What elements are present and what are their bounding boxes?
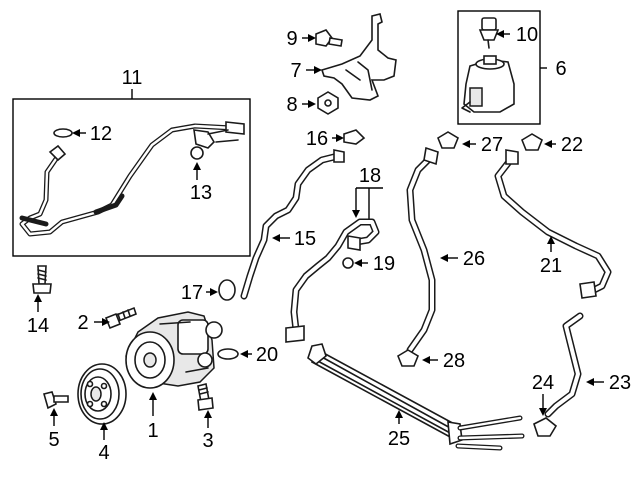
- callout-1: 1: [147, 420, 158, 442]
- bolt-3: [197, 383, 214, 411]
- callout-28: 28: [443, 350, 465, 372]
- callout-9: 9: [286, 28, 297, 50]
- callout-5: 5: [48, 429, 59, 451]
- callout-15: 15: [294, 228, 316, 250]
- callout-14: 14: [27, 315, 49, 337]
- callout-12: 12: [90, 123, 112, 145]
- o-ring-19: [342, 257, 354, 269]
- callout-6: 6: [555, 58, 566, 80]
- callout-7: 7: [290, 60, 301, 82]
- bolt-2: [104, 306, 137, 330]
- callout-20: 20: [256, 344, 278, 366]
- leader-lines: [34, 30, 604, 440]
- pulley-4: [77, 363, 127, 425]
- clamp-27: [437, 131, 459, 149]
- callout-23: 23: [609, 372, 631, 394]
- power-steering-pump: [125, 311, 223, 389]
- clamp-16: [343, 129, 366, 145]
- hose-26: [406, 146, 439, 354]
- bracket-18-lines: [356, 187, 383, 222]
- callout-19: 19: [373, 253, 395, 275]
- callout-25: 25: [388, 428, 410, 450]
- o-ring-12: [53, 128, 73, 138]
- callout-10: 10: [516, 24, 538, 46]
- callout-16: 16: [306, 128, 328, 150]
- clamp-24: [533, 417, 558, 437]
- hose-15: [240, 149, 345, 300]
- clamp-28: [397, 349, 419, 367]
- oil-cooler-25: [307, 343, 525, 451]
- o-ring-17: [218, 279, 236, 301]
- callout-3: 3: [202, 430, 213, 452]
- bolt-14: [32, 265, 52, 294]
- callout-24: 24: [532, 372, 554, 394]
- reservoir-6: [461, 55, 515, 113]
- callout-labels: 1 2 3 4 5 6 7 8 9 10 11 12 13 14 15 16 1…: [27, 24, 631, 464]
- bolt-5: [43, 391, 69, 410]
- reservoir-cap-10: [478, 17, 500, 49]
- callout-22: 22: [561, 134, 583, 156]
- hose-23: [544, 312, 584, 418]
- callout-2: 2: [77, 312, 88, 334]
- pressure-line-assembly: [19, 121, 245, 237]
- nut-8: [317, 91, 339, 115]
- clamp-22: [521, 133, 543, 151]
- callout-21: 21: [540, 255, 562, 277]
- return-line-18: [285, 218, 380, 343]
- callout-17: 17: [181, 282, 203, 304]
- bolt-9: [315, 29, 343, 47]
- callout-18: 18: [359, 165, 381, 187]
- callout-13: 13: [190, 182, 212, 204]
- o-ring-20: [217, 348, 239, 360]
- hose-21: [494, 149, 612, 299]
- callout-11: 11: [122, 67, 143, 89]
- bracket-7: [320, 13, 397, 101]
- callout-26: 26: [463, 248, 485, 270]
- o-ring-13: [190, 146, 204, 160]
- callout-27: 27: [481, 134, 503, 156]
- callout-8: 8: [286, 94, 297, 116]
- callout-4: 4: [98, 442, 109, 464]
